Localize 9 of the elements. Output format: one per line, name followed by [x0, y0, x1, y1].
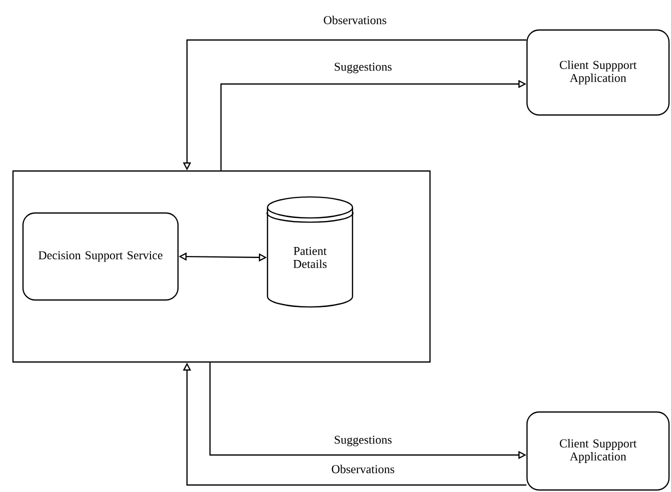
edge-label: Observations: [322, 14, 388, 26]
application-box: Client Suppport Application: [526, 29, 670, 116]
application-box: Client Suppport Application: [526, 411, 670, 491]
edge-label: Observations: [330, 464, 396, 474]
edge-label: Suggestions: [333, 434, 393, 448]
service-box: Decision Support Service: [22, 212, 179, 301]
edge-label: Suggestions: [333, 62, 393, 74]
system-box: [12, 170, 431, 363]
database-cylinder: Patient Details: [266, 196, 354, 308]
